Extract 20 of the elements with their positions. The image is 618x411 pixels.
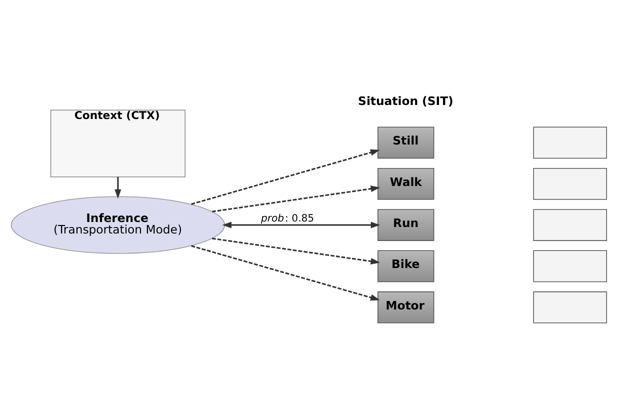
- label: Situation (SIT): [358, 94, 454, 108]
- node-box: Walk: [378, 167, 434, 200]
- node-box: Bike: [378, 250, 434, 282]
- node-box: Still: [378, 126, 434, 158]
- arrow: [222, 221, 380, 228]
- node-box: [533, 250, 607, 282]
- node-box: [533, 126, 607, 158]
- edge-label: prob: 0.85: [260, 212, 314, 224]
- node-box: Context (CTX): [50, 109, 186, 177]
- node-box: [533, 290, 607, 323]
- node-box: [533, 167, 607, 200]
- arrow: [191, 244, 380, 300]
- arrow: [212, 237, 380, 264]
- arrow: [212, 185, 380, 212]
- arrow: [114, 176, 122, 198]
- node-box: [533, 208, 607, 240]
- arrow: [191, 148, 380, 204]
- node-ellipse: Inference (Transportation Mode): [10, 196, 225, 254]
- node-box: Run: [378, 208, 434, 240]
- node-box: Motor: [378, 290, 434, 323]
